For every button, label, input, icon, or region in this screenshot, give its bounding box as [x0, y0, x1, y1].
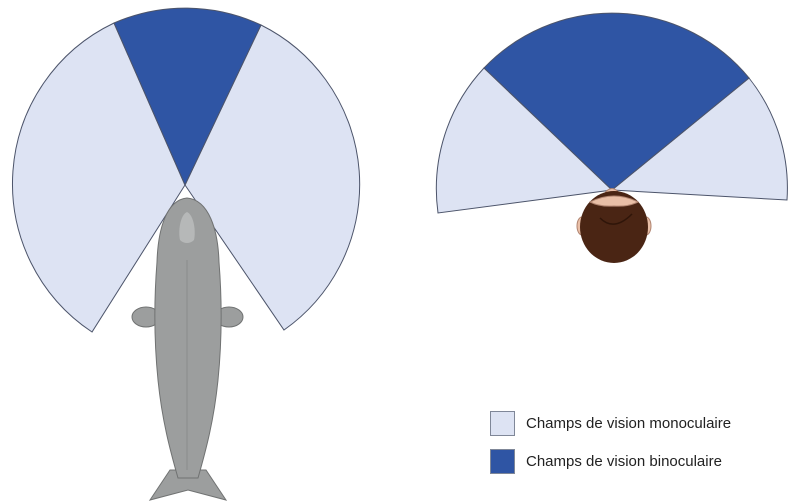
legend: Champs de vision monoculaire Champs de v… — [490, 410, 731, 486]
human-head-icon — [577, 189, 651, 264]
legend-item-binocular: Champs de vision binoculaire — [490, 448, 731, 475]
legend-swatch-monocular — [490, 411, 515, 436]
human-vision-fields — [436, 13, 787, 213]
legend-item-monocular: Champs de vision monoculaire — [490, 410, 731, 437]
legend-label-monocular: Champs de vision monoculaire — [526, 415, 731, 432]
legend-label-binocular: Champs de vision binoculaire — [526, 453, 722, 470]
legend-swatch-binocular — [490, 449, 515, 474]
